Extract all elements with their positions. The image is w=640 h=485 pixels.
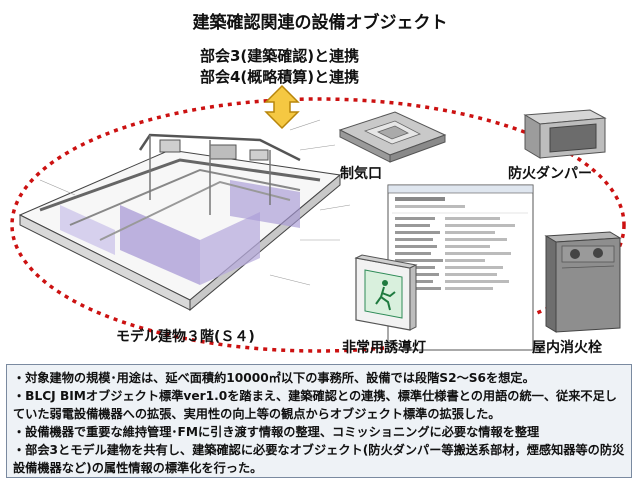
label-fire-hydrant: 屋内消火栓 xyxy=(532,340,602,356)
label-diffuser: 制気口 xyxy=(340,166,382,182)
notes-box: ・対象建物の規模･用途は、延べ面積約10000㎡以下の事務所、設備では段階S2～… xyxy=(6,364,632,478)
page-title: 建築確認関連の設備オブジェクト xyxy=(192,13,448,33)
note-item: ・BLCJ BIMオブジェクト標準ver1.0を踏まえ、建築確認との連携、標準仕… xyxy=(13,389,617,421)
liaison-line-1: 部会3(建築確認)と連携 xyxy=(200,47,360,65)
fire-damper-illustration xyxy=(523,109,607,159)
two-way-arrow-icon xyxy=(264,84,300,130)
model-building-illustration xyxy=(18,119,351,312)
liaison-text: 部会3(建築確認)と連携 部会4(概略積算)と連携 xyxy=(200,46,359,88)
diffuser-illustration xyxy=(338,111,447,163)
label-fire-damper: 防火ダンパー xyxy=(508,166,592,182)
exit-sign-illustration xyxy=(354,254,418,331)
grouping-ellipse xyxy=(10,97,626,353)
note-item: ・設備機器で重要な維持管理･FMに引き渡す情報の整理、コミッショニングに必要な情… xyxy=(13,425,540,439)
liaison-line-2: 部会4(概略積算)と連携 xyxy=(200,68,360,86)
note-item: ・部会3とモデル建物を共有し、建築確認に必要なオブジェクト(防火ダンパー等搬送系… xyxy=(13,443,625,475)
label-model-building: モデル建物３階(Ｓ４) xyxy=(116,329,255,345)
fire-hydrant-illustration xyxy=(544,231,622,333)
note-item: ・対象建物の規模･用途は、延べ面積約10000㎡以下の事務所、設備では段階S2～… xyxy=(13,371,535,385)
label-exit-sign: 非常用誘導灯 xyxy=(342,340,426,356)
